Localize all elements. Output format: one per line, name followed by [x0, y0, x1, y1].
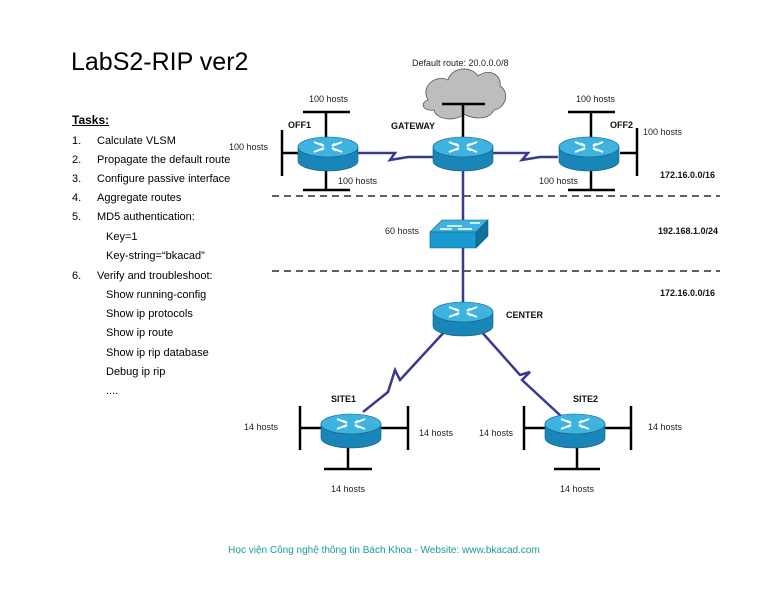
task-text: Calculate VLSM	[97, 135, 176, 147]
host-segments	[280, 110, 639, 471]
router-icon-center[interactable]	[432, 301, 494, 337]
tasks-heading: Tasks:	[72, 113, 110, 127]
hosts-label: 14 hosts	[244, 422, 279, 432]
verify-command: Show ip rip database	[106, 347, 209, 359]
md5-key-string: Key-string=“bkacad”	[106, 250, 205, 262]
hosts-label: 60 hosts	[385, 226, 420, 236]
router-icon-gateway[interactable]	[432, 136, 494, 172]
task-number: 4.	[72, 192, 82, 204]
page-title: LabS2-RIP ver2	[71, 48, 249, 76]
task-text: Configure passive interface	[97, 173, 231, 185]
hosts-label: 14 hosts	[648, 422, 683, 432]
network-label-bottom: 172.16.0.0/16	[660, 288, 715, 298]
router-label-center: CENTER	[506, 310, 544, 320]
verify-ellipsis: ....	[106, 385, 119, 397]
router-icon-off1[interactable]	[297, 136, 359, 172]
switch-icon[interactable]	[429, 219, 489, 249]
hosts-label: 100 hosts	[643, 127, 683, 137]
task-number: 6.	[72, 270, 82, 282]
task-text: Verify and troubleshoot:	[97, 270, 213, 282]
hosts-label: 100 hosts	[338, 176, 378, 186]
router-icon-site1[interactable]	[320, 413, 382, 449]
hosts-label: 100 hosts	[309, 94, 349, 104]
footer-credit: Học viện Công nghệ thông tin Bách Khoa -…	[228, 545, 540, 556]
verify-command: Show ip protocols	[106, 308, 193, 320]
router-icon-site2[interactable]	[544, 413, 606, 449]
serial-link-off1-gateway	[358, 151, 434, 162]
router-label-off2: OFF2	[610, 120, 633, 130]
task-text: Aggregate routes	[97, 192, 182, 204]
hosts-label: 14 hosts	[419, 428, 454, 438]
router-label-gateway: GATEWAY	[391, 121, 435, 131]
hosts-label: 100 hosts	[539, 176, 579, 186]
verify-command: Show running-config	[106, 289, 207, 301]
serial-link-gateway-off2	[492, 151, 558, 162]
task-text: Propagate the default route	[97, 154, 231, 166]
task-text: MD5 authentication:	[97, 211, 195, 223]
network-label-top: 172.16.0.0/16	[660, 170, 715, 180]
serial-link-center-site2	[479, 329, 563, 418]
task-number: 3.	[72, 173, 82, 185]
router-label-site1: SITE1	[331, 394, 356, 404]
hosts-label: 14 hosts	[331, 484, 366, 494]
network-label-middle: 192.168.1.0/24	[658, 226, 718, 236]
default-route-label: Default route: 20.0.0.0/8	[412, 58, 509, 68]
md5-key: Key=1	[106, 231, 138, 243]
hosts-label: 14 hosts	[560, 484, 595, 494]
hosts-label: 100 hosts	[576, 94, 616, 104]
internet-cloud-icon	[422, 68, 507, 140]
router-label-off1: OFF1	[288, 120, 311, 130]
task-number: 2.	[72, 154, 82, 166]
verify-command: Debug ip rip	[106, 366, 166, 378]
hosts-label: 100 hosts	[229, 142, 269, 152]
router-icon-off2[interactable]	[558, 136, 620, 172]
serial-link-center-site1	[362, 329, 447, 413]
verify-command: Show ip route	[106, 327, 174, 339]
task-number: 5.	[72, 211, 82, 223]
hosts-label: 14 hosts	[479, 428, 514, 438]
task-number: 1.	[72, 135, 82, 147]
router-label-site2: SITE2	[573, 394, 598, 404]
